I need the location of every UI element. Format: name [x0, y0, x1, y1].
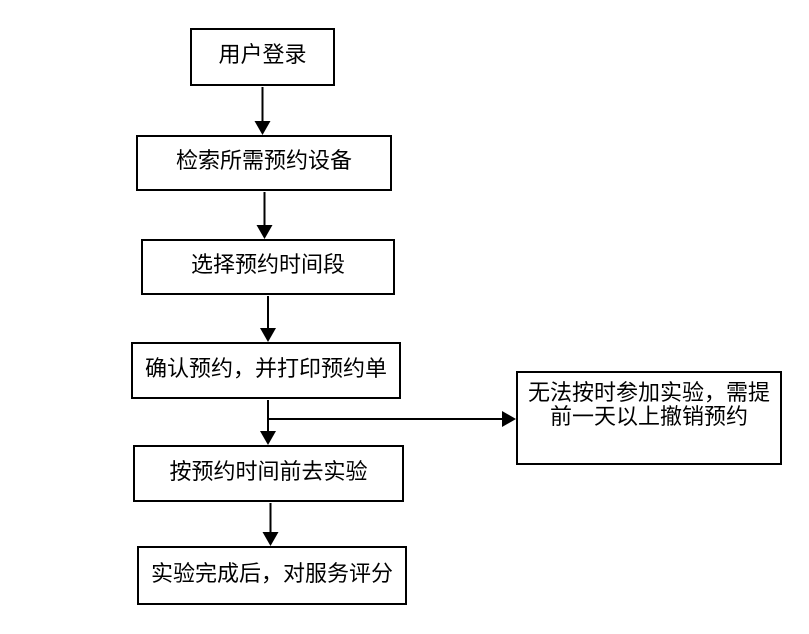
arrow-select-to-confirm — [260, 296, 276, 342]
node-rate-service: 实验完成后，对服务评分 — [137, 546, 407, 605]
arrow-attend-to-rate — [262, 503, 279, 546]
node-search-device: 检索所需预约设备 — [136, 135, 392, 191]
node-confirm-print-label: 确认预约，并打印预约单 — [144, 355, 387, 381]
node-cancel-note-line-2: 前一天以上撤销预约 — [549, 404, 748, 429]
node-rate-service-label: 实验完成后，对服务评分 — [150, 560, 393, 586]
node-attend-experiment: 按预约时间前去实验 — [133, 445, 404, 502]
node-cancel-note-line-1: 无法按时参加实验，需提 — [527, 380, 770, 405]
node-select-timeslot: 选择预约时间段 — [141, 239, 395, 295]
node-select-timeslot-label: 选择预约时间段 — [190, 252, 345, 277]
node-user-login-label: 用户登录 — [218, 42, 307, 67]
node-confirm-print: 确认预约，并打印预约单 — [131, 342, 401, 399]
arrow-login-to-search — [254, 87, 271, 135]
arrow-confirm-to-attend — [260, 400, 276, 445]
node-search-device-label: 检索所需预约设备 — [175, 148, 352, 173]
arrow-branch-to-cancel-note — [268, 411, 516, 427]
arrow-search-to-select — [256, 192, 273, 239]
node-cancel-note: 无法按时参加实验，需提 前一天以上撤销预约 — [516, 371, 782, 465]
node-attend-experiment-label: 按预约时间前去实验 — [169, 458, 368, 484]
node-user-login: 用户登录 — [190, 28, 335, 86]
